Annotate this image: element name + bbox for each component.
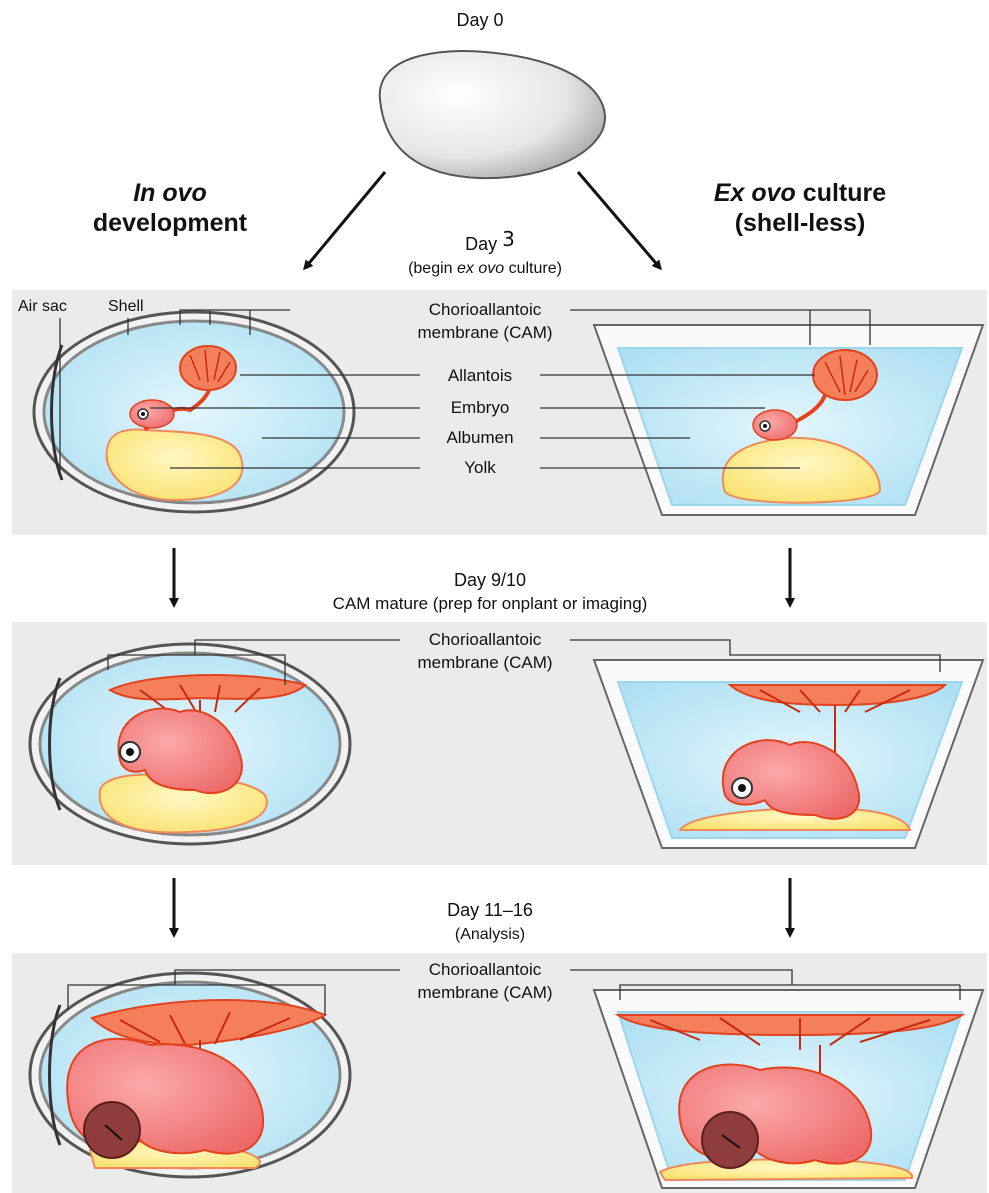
label-air-sac: Air sac bbox=[18, 297, 67, 316]
day3-subtitle-italic: ex ovo bbox=[457, 260, 504, 277]
ex-ovo-title-line2: (shell-less) bbox=[735, 209, 866, 237]
day11-cam-line2: membrane (CAM) bbox=[390, 983, 580, 1003]
in-ovo-title: In ovo development bbox=[55, 178, 285, 238]
day9-in-ovo-egg bbox=[30, 644, 350, 844]
day3-title-number: 3 bbox=[502, 227, 515, 251]
label-allantois: Allantois bbox=[420, 366, 540, 386]
day0-label: Day 0 bbox=[425, 10, 535, 30]
day9-title: Day 9/10 bbox=[380, 570, 600, 590]
arrow-to-in-ovo bbox=[305, 172, 385, 268]
day11-in-ovo-egg bbox=[30, 973, 350, 1177]
label-embryo: Embryo bbox=[420, 398, 540, 418]
label-shell: Shell bbox=[108, 297, 144, 316]
ex-ovo-title-italic: Ex ovo bbox=[714, 179, 796, 207]
day11-cam-line1: Chorioallantoic bbox=[390, 960, 580, 980]
label-yolk: Yolk bbox=[420, 458, 540, 478]
day3-subtitle-open: (begin bbox=[408, 260, 457, 277]
day9-cam-line2: membrane (CAM) bbox=[390, 653, 580, 673]
in-ovo-title-italic: In ovo bbox=[133, 179, 207, 207]
day3-subtitle: (begin ex ovo culture) bbox=[360, 259, 610, 278]
day9-subtitle: CAM mature (prep for onplant or imaging) bbox=[250, 594, 730, 614]
day11-ex-ovo-dish bbox=[594, 990, 983, 1188]
ex-ovo-title-rest: culture bbox=[796, 179, 886, 207]
day3-in-ovo-egg bbox=[34, 312, 354, 512]
day3-title-prefix: Day bbox=[465, 234, 502, 254]
label-albumen: Albumen bbox=[420, 428, 540, 448]
in-ovo-title-rest: development bbox=[93, 209, 247, 237]
day3-title: Day 3 bbox=[400, 233, 580, 254]
day11-subtitle: (Analysis) bbox=[380, 925, 600, 944]
day3-cam-line2: membrane (CAM) bbox=[390, 323, 580, 343]
day9-cam-line1: Chorioallantoic bbox=[390, 630, 580, 650]
day3-cam-line1: Chorioallantoic bbox=[390, 300, 580, 320]
day11-title: Day 11–16 bbox=[380, 900, 600, 920]
ex-ovo-title: Ex ovo culture (shell-less) bbox=[670, 178, 930, 238]
day0-egg bbox=[380, 51, 605, 178]
day9-ex-ovo-dish bbox=[594, 660, 983, 848]
day3-ex-ovo-dish bbox=[594, 325, 983, 515]
day3-subtitle-close: culture) bbox=[504, 260, 562, 277]
arrow-to-ex-ovo bbox=[578, 172, 660, 268]
